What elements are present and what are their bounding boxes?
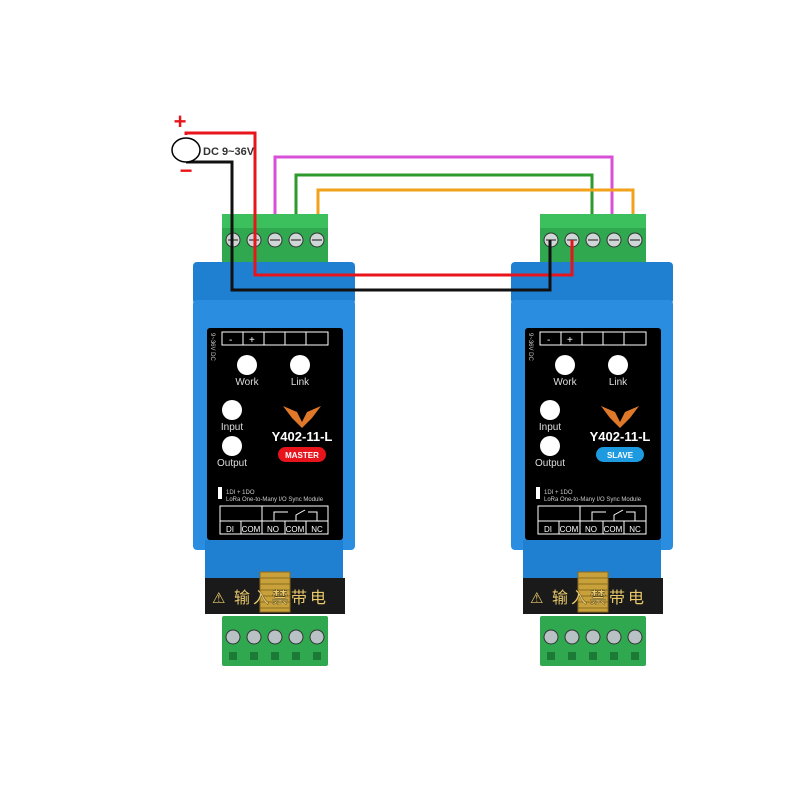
negative-wire	[186, 160, 552, 292]
output-led-label: Output	[535, 458, 565, 469]
terminal-label-no: NO	[585, 525, 597, 534]
power-label: DC 9~36V	[203, 146, 255, 158]
input-led-label: Input	[539, 422, 561, 433]
terminal-label-nc: NC	[311, 525, 323, 534]
terminal-label-com: COM	[604, 525, 623, 534]
minus-sign: −	[180, 158, 193, 183]
spec-label: 1DI + 1DO	[544, 490, 573, 496]
terminal-slot	[229, 652, 237, 660]
terminal-screw	[246, 629, 262, 645]
terminal-screw	[267, 629, 283, 645]
terminal-label-box	[219, 505, 329, 535]
terminal-label-nc: NC	[629, 525, 641, 534]
role-badge	[596, 447, 644, 462]
terminal-label-no: NO	[267, 525, 279, 534]
warning-label: 输入禁带电	[552, 589, 647, 607]
plus-label: +	[567, 335, 573, 346]
terminal-screw	[225, 629, 241, 645]
plus-sign: +	[174, 109, 187, 134]
terminal-screw	[543, 629, 559, 645]
input-led	[222, 400, 242, 420]
terminal-top	[540, 214, 646, 228]
work-led-label: Work	[235, 377, 259, 388]
role-label: MASTER	[285, 451, 319, 460]
terminal-screw	[288, 629, 304, 645]
terminal-screw	[606, 629, 622, 645]
spec-marker	[218, 487, 222, 499]
terminal-slot	[547, 652, 555, 660]
terminal-screw	[585, 629, 601, 645]
model-label: Y402-11-L	[590, 429, 651, 444]
terminal-slot	[271, 652, 279, 660]
model-label: Y402-11-L	[272, 429, 333, 444]
terminal-slot	[292, 652, 300, 660]
terminal-slot	[313, 652, 321, 660]
warning-icon: ⚠	[212, 590, 225, 607]
green-wire	[294, 173, 594, 215]
brand-logo	[601, 406, 639, 428]
relay-symbol	[591, 509, 636, 521]
link-led	[608, 355, 628, 375]
power-range-label: 9~36V DC	[209, 333, 215, 362]
description-label: LoRa One-to-Many I/O Sync Module	[544, 497, 642, 503]
power-label-box	[221, 331, 329, 346]
link-led-label: Link	[609, 377, 628, 388]
power-range-label: 9~36V DC	[527, 333, 533, 362]
warning-label: 输入禁带电	[234, 589, 329, 607]
plus-label: +	[249, 335, 255, 346]
relay-symbol	[273, 509, 318, 521]
spec-marker	[536, 487, 540, 499]
terminal-slot	[568, 652, 576, 660]
terminal-top	[222, 214, 328, 228]
terminal-screw	[564, 629, 580, 645]
output-led	[540, 436, 560, 456]
terminal-label-di: DI	[226, 525, 234, 534]
terminal-slot	[589, 652, 597, 660]
terminal-label-box	[537, 505, 647, 535]
body-top	[193, 262, 355, 304]
antenna-connector	[259, 571, 291, 613]
power-source-icon	[171, 137, 201, 163]
role-badge	[278, 447, 326, 462]
body-top	[511, 262, 673, 304]
spec-label: 1DI + 1DO	[226, 490, 255, 496]
terminal-slot	[250, 652, 258, 660]
terminal-screw	[627, 629, 643, 645]
role-label: SLAVE	[607, 451, 634, 460]
antenna-connector	[577, 571, 609, 613]
output-led	[222, 436, 242, 456]
terminal-slot	[631, 652, 639, 660]
description-label: LoRa One-to-Many I/O Sync Module	[226, 497, 324, 503]
work-led	[555, 355, 575, 375]
terminal-screw	[309, 629, 325, 645]
input-led	[540, 400, 560, 420]
minus-label: -	[547, 335, 550, 346]
work-led	[237, 355, 257, 375]
link-led	[290, 355, 310, 375]
terminal-label-com: COM	[286, 525, 305, 534]
magenta-wire	[273, 155, 614, 215]
input-led-label: Input	[221, 422, 243, 433]
terminal-label-com: COM	[242, 525, 261, 534]
output-led-label: Output	[217, 458, 247, 469]
warning-icon: ⚠	[530, 590, 543, 607]
faceplate	[525, 328, 661, 540]
power-label-box	[539, 331, 647, 346]
link-led-label: Link	[291, 377, 310, 388]
faceplate	[207, 328, 343, 540]
terminal-label-di: DI	[544, 525, 552, 534]
terminal-label-com: COM	[560, 525, 579, 534]
brand-logo	[283, 406, 321, 428]
work-led-label: Work	[553, 377, 577, 388]
orange-wire	[316, 188, 635, 215]
minus-label: -	[229, 335, 232, 346]
terminal-slot	[610, 652, 618, 660]
positive-wire	[184, 131, 574, 277]
